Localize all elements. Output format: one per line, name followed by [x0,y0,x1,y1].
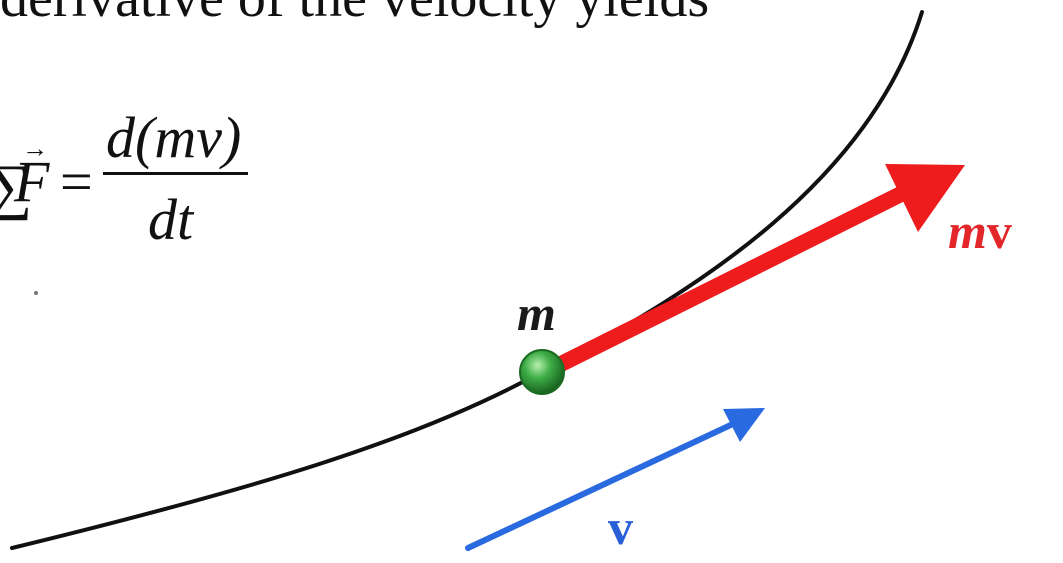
equals-sign: = [60,149,93,214]
trajectory-curve [10,10,924,550]
momentum-label-v: v [986,203,1012,259]
fraction-bar [103,172,248,175]
sum-symbol: ∑ [0,153,33,221]
fraction-denominator: dt [148,187,194,252]
heading-text: derivative of the velocity yields [0,0,709,30]
velocity-arrow [465,408,765,551]
stray-dot [34,291,38,295]
force-symbol: → F [14,134,50,215]
force-letter: F [14,149,50,214]
momentum-label-m: m [948,203,987,259]
momentum-label: mv [948,202,1012,260]
velocity-label: v [608,499,633,555]
fraction-numerator: d(mv) [106,105,242,170]
momentum-arrow [537,164,965,380]
vector-arrow-icon: → [22,134,48,163]
particle-ball [519,349,565,395]
mass-label: m [517,285,556,341]
